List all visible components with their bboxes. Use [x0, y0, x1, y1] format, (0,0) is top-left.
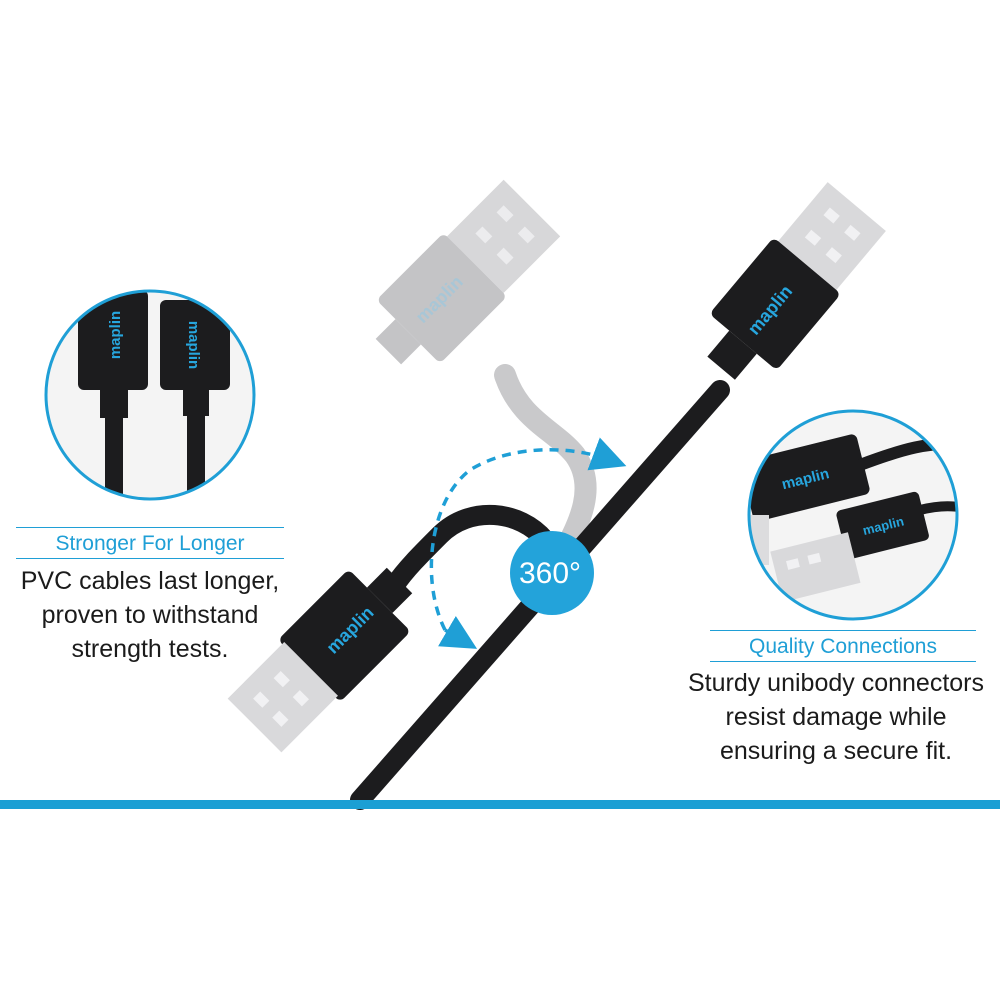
feature-line: ensuring a secure fit. — [719, 737, 953, 765]
rotation-badge: 360° — [510, 531, 594, 615]
rotation-badge-label: 360° — [519, 557, 581, 590]
feature-body-stronger: PVC cables last longer, proven to withst… — [0, 564, 300, 666]
left-detail-circle: maplin maplin — [44, 289, 256, 501]
feature-line: strength tests. — [71, 635, 229, 663]
feature-line: PVC cables last longer, — [20, 567, 280, 595]
left-detail-logo-1: maplin — [107, 311, 124, 359]
right-detail-circle: maplin maplin — [747, 409, 959, 621]
left-detail-logo-2: maplin — [185, 321, 202, 369]
feature-title-stronger: Stronger For Longer — [16, 527, 284, 559]
rotation-arrow-icon — [429, 437, 627, 649]
ghost-cable: maplin — [375, 179, 597, 571]
bent-cable: maplin — [227, 505, 555, 753]
feature-title-quality: Quality Connections — [710, 630, 976, 662]
feature-line: resist damage while — [725, 703, 947, 731]
feature-body-quality: Sturdy unibody connectors resist damage … — [672, 666, 1000, 768]
feature-line: proven to withstand — [41, 601, 259, 629]
bottom-accent-rule — [0, 800, 1000, 809]
feature-line: Sturdy unibody connectors — [687, 669, 984, 697]
